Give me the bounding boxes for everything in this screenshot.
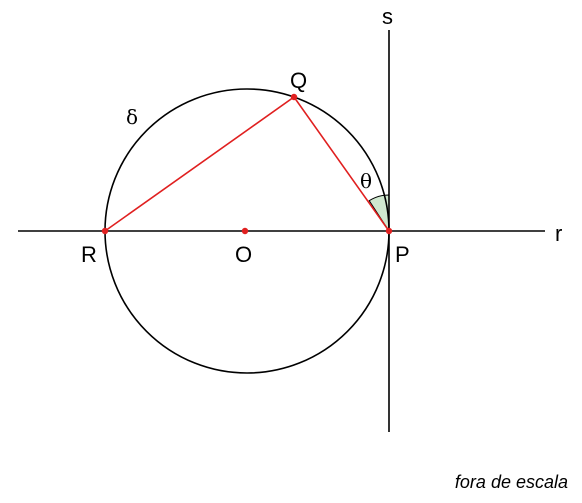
point-r — [101, 227, 109, 235]
scale-note: fora de escala — [454, 472, 568, 492]
label-q: Q — [290, 68, 307, 93]
point-p — [385, 227, 393, 235]
label-p: P — [395, 242, 410, 267]
point-o — [241, 227, 249, 235]
label-theta: θ — [360, 169, 372, 193]
label-delta: δ — [126, 105, 138, 129]
label-o: O — [235, 242, 252, 267]
label-r-point: R — [81, 242, 97, 267]
label-r-line: r — [555, 221, 562, 246]
label-s: s — [382, 4, 393, 29]
triangle-rqp — [104, 95, 390, 232]
point-q — [290, 93, 298, 101]
